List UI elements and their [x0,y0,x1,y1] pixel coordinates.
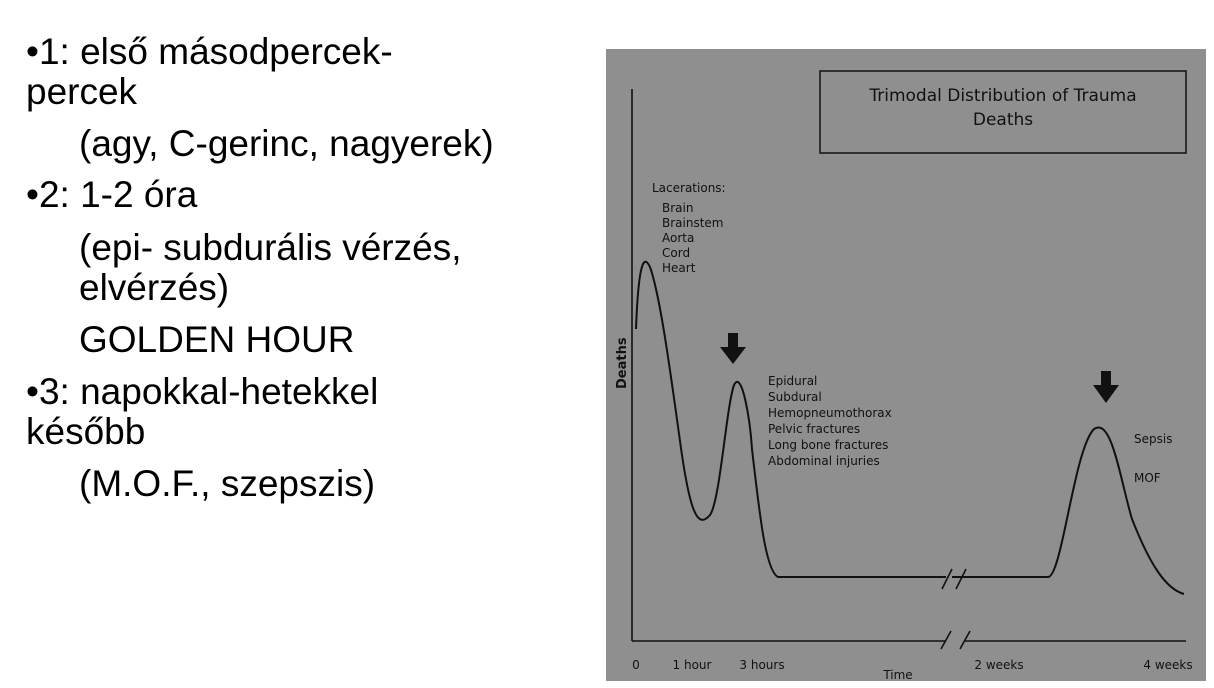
peak-2-item: Subdural [768,390,822,404]
bullet-line-2: percek [26,71,138,112]
chart-background [606,49,1206,681]
bullet-line-10: (M.O.F., szepszis) [79,463,376,504]
curve-segment-late [952,426,1185,595]
peak-2-arrow [720,333,746,364]
peak-2-item: Hemopneumothorax [768,406,892,420]
bullet-line-8: •3: napokkal-hetekkel [26,371,379,412]
chart-title-line-2: Deaths [973,110,1033,130]
chart-title-box [819,70,1187,154]
peak-1-item: Cord [662,246,690,260]
bullet-line-9: később [26,411,146,452]
peak-2-item: Abdominal injuries [768,454,880,468]
bullet-line-4: •2: 1-2 óra [26,174,198,215]
x-tick-label: 3 hours [739,658,784,672]
peak-2-item: Long bone fractures [768,438,888,452]
curve-segment-early [635,260,946,578]
axis-break-mark-2 [959,630,971,650]
bullet-line-1: •1: első másodpercek- [26,31,393,72]
curve-break-mark-1 [941,568,953,590]
peak-1-item: Brain [662,201,693,215]
x-tick-label: 2 weeks [974,658,1023,672]
peak-2-item: Epidural [768,374,817,388]
chart-title-line-1: Trimodal Distribution of Trauma [868,86,1136,106]
x-axis-label: Time [882,668,912,681]
axis-break-mark-1 [940,630,952,650]
peak-1-item: Heart [662,261,696,275]
peak-1-item: Aorta [662,231,694,245]
peak-1-heading: Lacerations: [652,181,726,195]
peak-2-item: Pelvic fractures [768,422,860,436]
trimodal-chart: Trimodal Distribution of Trauma Deaths D… [606,49,1206,681]
bullet-line-3: (agy, C-gerinc, nagyerek) [79,123,494,164]
bullet-line-5: (epi- subdurális vérzés, [79,227,462,268]
bullet-line-6: elvérzés) [79,267,230,308]
peak-3-arrow [1093,371,1119,403]
curve-break-mark-2 [955,568,967,590]
bullet-list: •1: első másodpercek- percek (agy, C-ger… [26,32,586,504]
peak-3-item: Sepsis [1134,432,1172,446]
x-tick-label: 1 hour [673,658,712,672]
x-tick-label: 0 [632,658,640,672]
y-axis-label: Deaths [615,337,630,389]
x-tick-label: 4 weeks [1143,658,1192,672]
peak-3-item: MOF [1134,471,1161,485]
bullet-line-7: GOLDEN HOUR [79,319,355,360]
chart-svg: Trimodal Distribution of Trauma Deaths D… [606,49,1206,681]
peak-1-item: Brainstem [662,216,724,230]
